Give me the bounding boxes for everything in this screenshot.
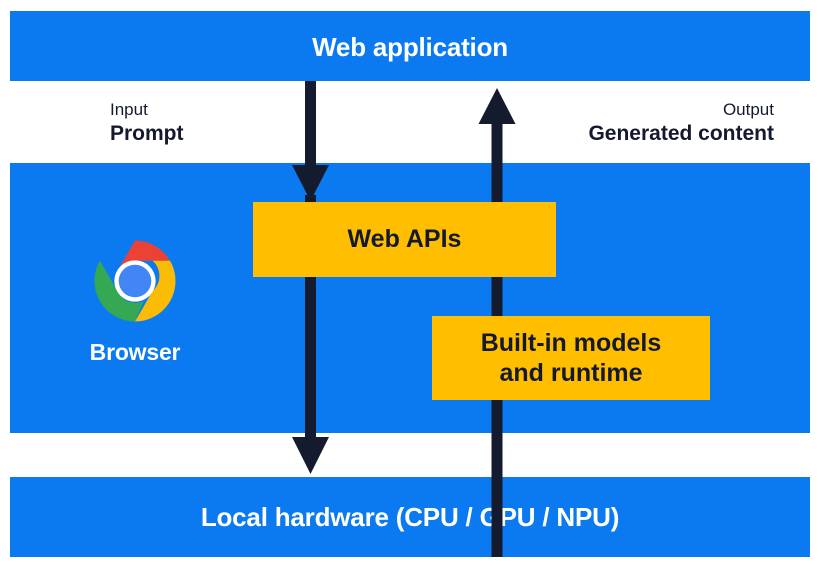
local-hardware-label: Local hardware (CPU / GPU / NPU) (200, 502, 620, 532)
input-label-group: Input Prompt (110, 100, 184, 147)
input-value: Prompt (110, 122, 184, 146)
web-application-label: Web application (312, 32, 508, 62)
web-apis-box[interactable]: Web APIs (253, 202, 556, 277)
output-caption: Output (722, 100, 774, 119)
output-label-group: Output Generated content (588, 100, 774, 147)
builtin-models-line2: and runtime (499, 359, 643, 387)
builtin-models-label: Built-in models and runtime (481, 328, 662, 389)
builtin-models-box[interactable]: Built-in models and runtime (432, 316, 710, 400)
browser-caption: Browser (89, 339, 181, 365)
chrome-logo-icon (94, 240, 176, 322)
web-application-band: Web application (10, 11, 810, 81)
output-value: Generated content (588, 122, 774, 146)
local-hardware-band: Local hardware (CPU / GPU / NPU) (10, 477, 810, 557)
web-apis-label: Web APIs (347, 225, 462, 254)
input-caption: Input (110, 100, 148, 119)
browser-group: Browser (66, 237, 204, 366)
builtin-models-line1: Built-in models (480, 328, 662, 357)
